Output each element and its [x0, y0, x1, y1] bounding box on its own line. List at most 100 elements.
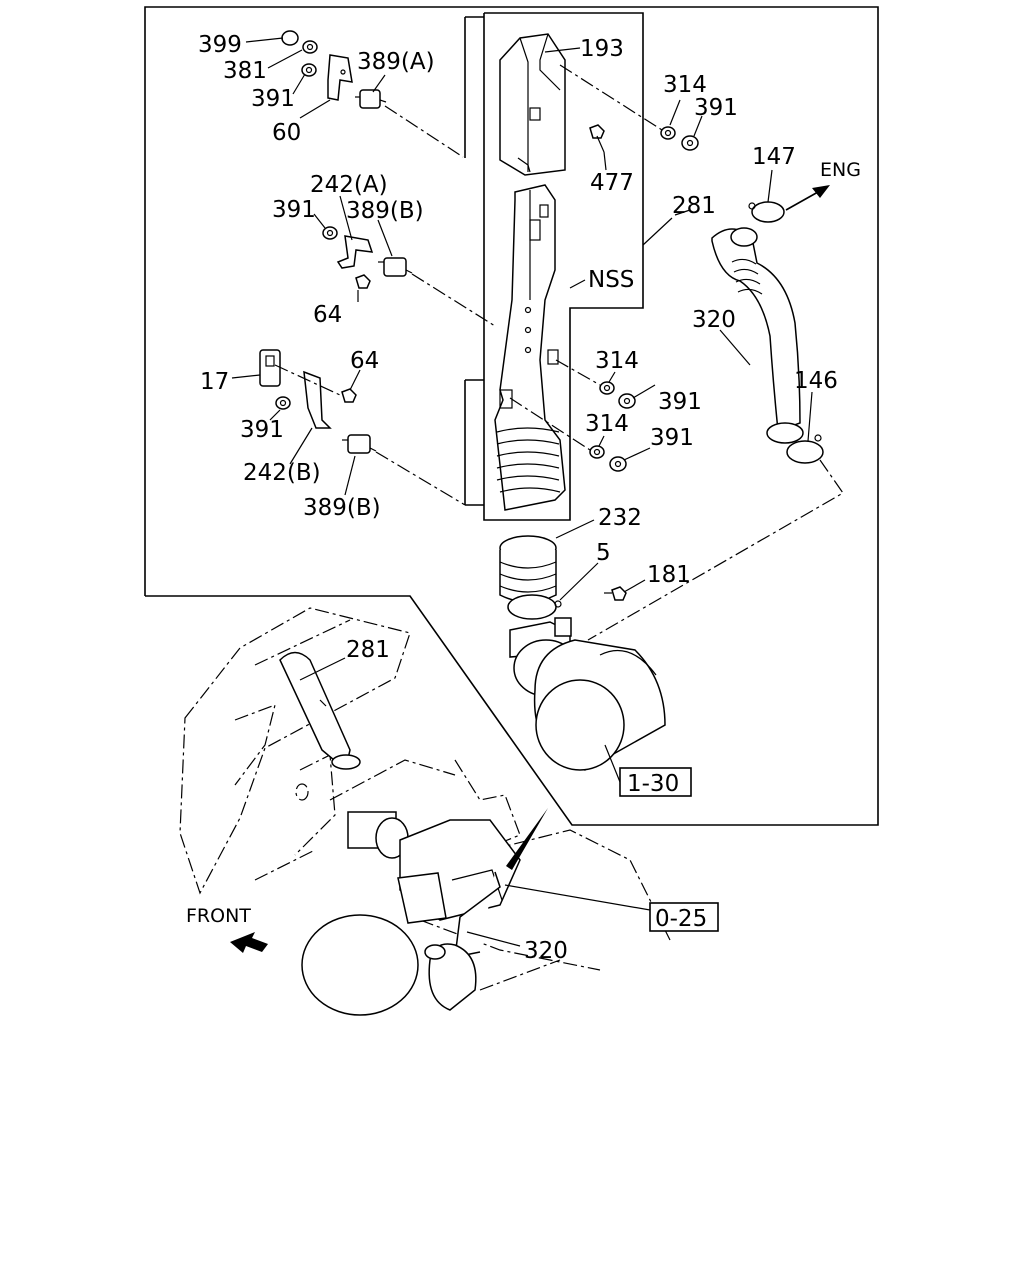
leader-60 — [299, 99, 331, 119]
callout-399: 399 — [198, 32, 242, 58]
leader-381 — [267, 49, 303, 69]
leader-391a — [292, 73, 306, 95]
leader-389a — [372, 74, 386, 93]
callout-146: 146 — [794, 368, 838, 394]
callout-391: 391 — [694, 95, 738, 121]
callout-381: 381 — [223, 58, 267, 84]
bracket-group-middle — [322, 226, 413, 289]
callout-242a: 242(A) — [310, 172, 388, 198]
dash-389b2 — [375, 451, 466, 506]
clamp-5 — [507, 594, 562, 620]
leader-314c — [598, 435, 605, 447]
vehicle-cab-outline — [179, 607, 671, 991]
leader-147 — [767, 169, 773, 203]
nss-boundary — [483, 12, 644, 521]
leader-391d — [269, 409, 281, 421]
leader-314b — [608, 371, 616, 383]
dash-389a — [384, 105, 464, 158]
callout-181: 181 — [647, 562, 691, 588]
callout-391: 391 — [650, 425, 694, 451]
leader-17 — [231, 374, 261, 379]
callout-389a: 389(A) — [357, 49, 435, 75]
leader-399 — [245, 37, 284, 43]
leader-391c — [313, 213, 326, 229]
label-nss: NSS — [588, 267, 634, 293]
leader-242a — [339, 195, 353, 241]
vehicle-snorkel-281 — [279, 651, 361, 770]
ref-130-text: 1-30 — [627, 771, 679, 797]
leader-477 — [603, 151, 607, 171]
leader-146 — [807, 391, 813, 442]
callout-147: 147 — [752, 144, 796, 170]
leader-391b — [693, 115, 703, 137]
ref-box-025 — [649, 902, 719, 932]
callout-477: 477 — [590, 170, 634, 196]
callout-391: 391 — [272, 197, 316, 223]
callout-320: 320 — [524, 938, 568, 964]
leader-193 — [544, 47, 581, 53]
intake-hose — [711, 227, 804, 444]
diagram-frame — [144, 6, 879, 826]
callout-232: 232 — [598, 505, 642, 531]
bolt-181 — [604, 586, 627, 601]
leader-232 — [555, 519, 595, 539]
bolt-477 — [589, 124, 605, 153]
leader-391f — [623, 447, 651, 461]
leader-320a — [719, 329, 751, 366]
leader-242b — [289, 427, 313, 465]
callout-314: 314 — [595, 348, 639, 374]
dash-lower — [509, 397, 591, 451]
callout-391: 391 — [658, 389, 702, 415]
label-eng: ENG — [820, 159, 861, 181]
snorkel-duct-upper — [499, 33, 566, 176]
leader-5 — [559, 562, 599, 601]
ref-025-text: 0-25 — [655, 906, 707, 932]
callout-281: 281 — [346, 637, 390, 663]
washer-nut-set-middle — [599, 381, 636, 409]
leader-320b — [466, 931, 521, 947]
leader-130 — [604, 744, 621, 783]
dash-389b1 — [411, 273, 496, 327]
front-arrow — [230, 932, 268, 953]
washer-nut-set-top — [660, 126, 699, 151]
callout-64: 64 — [350, 348, 379, 374]
nss-leader — [642, 217, 673, 246]
engine-arrow-wedge — [506, 808, 548, 870]
callout-60: 60 — [272, 120, 301, 146]
nss-label-leader — [569, 279, 586, 289]
leader-391e — [632, 384, 656, 399]
callout-391: 391 — [251, 86, 295, 112]
bellows-232 — [499, 535, 557, 603]
callout-193: 193 — [580, 36, 624, 62]
callout-314: 314 — [663, 72, 707, 98]
air-cleaner — [509, 617, 666, 771]
callout-64: 64 — [313, 302, 342, 328]
bracket-group-upper — [281, 30, 387, 109]
callout-242b: 242(B) — [243, 460, 321, 486]
callout-17: 17 — [200, 369, 229, 395]
leader-389b1 — [377, 219, 393, 257]
leader-181 — [623, 579, 646, 593]
callout-389b: 389(B) — [346, 198, 424, 224]
leader-64b — [349, 369, 361, 391]
vehicle-engine — [301, 811, 521, 1016]
leader-314a — [669, 99, 681, 126]
leader-281a — [674, 209, 691, 216]
washer-nut-set-lower — [589, 445, 627, 472]
leader-025 — [504, 884, 651, 911]
bracket-group-lower — [259, 349, 377, 454]
leader-281b — [299, 657, 346, 681]
dash-mid — [555, 359, 601, 386]
eng-arrow-shaft — [785, 191, 819, 211]
callout-5: 5 — [596, 540, 611, 566]
callout-314: 314 — [585, 411, 629, 437]
leader-389b2 — [344, 455, 356, 496]
callout-391: 391 — [240, 417, 284, 443]
hose-clamp-147 — [748, 201, 785, 223]
dash-193-top — [559, 64, 663, 131]
callout-281: 281 — [672, 193, 716, 219]
callout-389b: 389(B) — [303, 495, 381, 521]
dash-hose-to-cleaner — [587, 459, 844, 641]
eng-arrow-head — [812, 185, 830, 198]
